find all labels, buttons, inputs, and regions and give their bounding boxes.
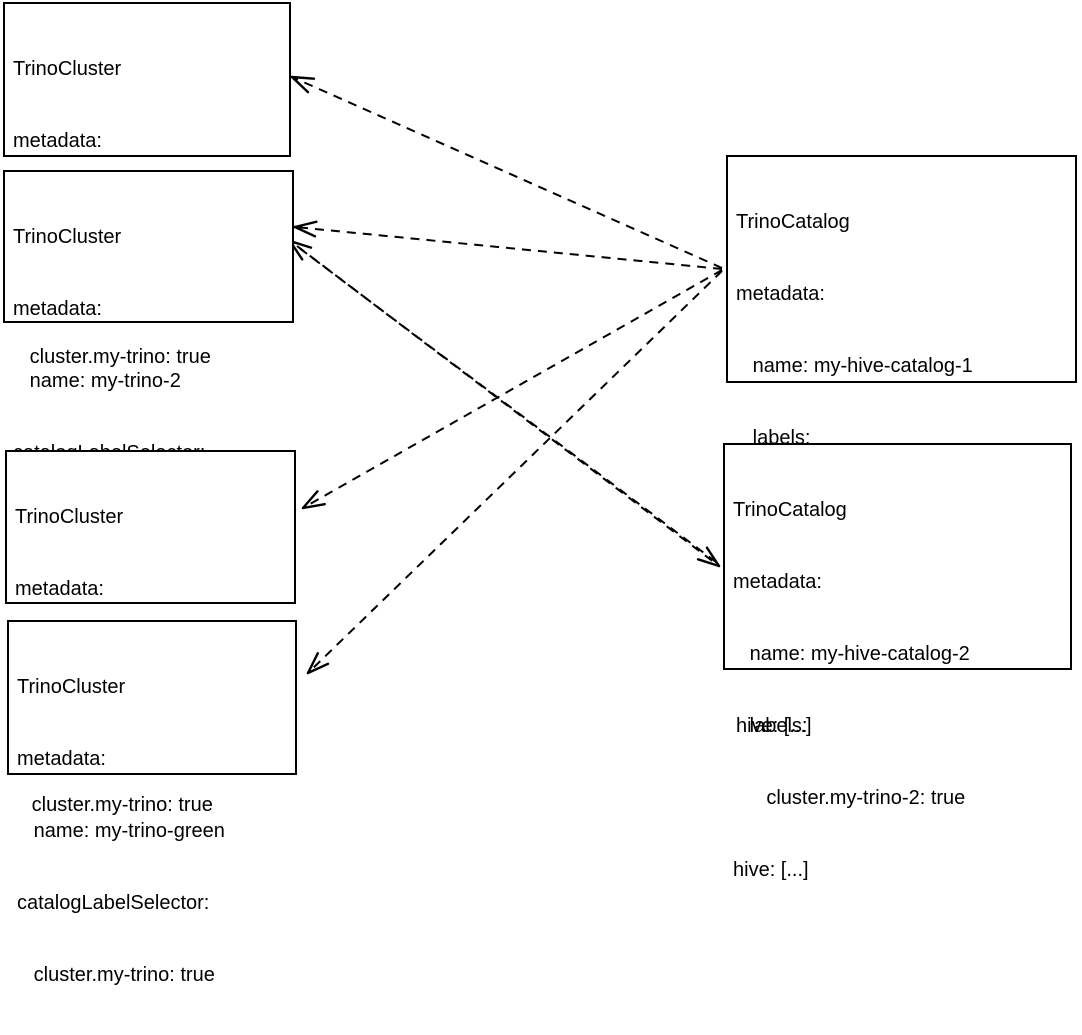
arrowhead-barb [306, 652, 319, 675]
node-line: cluster.my-trino: true [17, 964, 215, 986]
node-line: TrinoCluster [17, 676, 126, 698]
node-line: metadata: [17, 748, 106, 770]
node-trinocluster-my-trino[interactable]: TrinoCluster metadata: name: my-trino ca… [3, 2, 291, 368]
node-line: cluster.my-trino-2: true [733, 787, 966, 809]
node-line: metadata: [736, 283, 825, 305]
node-line: TrinoCluster [15, 506, 124, 528]
edge-line [296, 245, 720, 567]
diagram-canvas: TrinoCluster metadata: name: my-trino ca… [3, 2, 1077, 986]
arrowhead-barb [301, 502, 326, 510]
node-line: metadata: [13, 130, 102, 152]
edge-line [291, 76, 723, 269]
node-line: labels: [733, 715, 808, 737]
node-line: TrinoCatalog [733, 499, 847, 521]
arrowhead-barb [290, 75, 310, 94]
node-line: name: my-hive-catalog-2 [733, 643, 970, 665]
node-line: TrinoCatalog [736, 211, 850, 233]
node-line: hive: [...] [733, 859, 809, 881]
arrowhead-barb [696, 558, 721, 568]
node-line: TrinoCluster [13, 58, 122, 80]
arrowhead-barb [301, 490, 319, 510]
edge-line [294, 226, 723, 270]
arrowhead-barb [306, 662, 330, 675]
node-trinocluster-my-trino-green[interactable]: TrinoCluster metadata: name: my-trino-gr… [7, 620, 297, 986]
edge-line [289, 240, 717, 563]
node-line: name: my-trino-green [17, 820, 225, 842]
node-line: catalogLabelSelector: [17, 892, 210, 914]
node-body-text: TrinoCatalog metadata: name: my-hive-cat… [733, 450, 1066, 930]
node-line: cluster.my-trino: true [13, 346, 211, 368]
edge-line [302, 269, 723, 509]
node-line: TrinoCluster [13, 226, 122, 248]
arrowhead-barb [705, 546, 721, 568]
node-trinocluster-my-trino-2[interactable]: TrinoCluster metadata: name: my-trino-2 … [3, 170, 294, 536]
arrowhead-barb [290, 75, 316, 80]
node-trinocatalog-my-hive-catalog-2[interactable]: TrinoCatalog metadata: name: my-hive-cat… [723, 443, 1072, 881]
node-trinocluster-my-trino-blue[interactable]: TrinoCluster metadata: name: my-trino-bl… [5, 450, 296, 816]
node-line: hive: [...] [736, 715, 812, 737]
node-trinocatalog-my-hive-catalog-1[interactable]: TrinoCatalog metadata: name: my-hive-cat… [726, 155, 1077, 737]
node-line: name: my-trino-2 [13, 370, 181, 392]
arrowhead-barb [293, 225, 317, 238]
edge-line [307, 270, 723, 674]
node-line: metadata: [733, 571, 822, 593]
node-line: metadata: [15, 578, 104, 600]
node-body-text: TrinoCluster metadata: name: my-trino-gr… [17, 627, 291, 1035]
node-line: metadata: [13, 298, 102, 320]
arrowhead-barb [293, 220, 318, 229]
node-line: name: my-hive-catalog-1 [736, 355, 973, 377]
